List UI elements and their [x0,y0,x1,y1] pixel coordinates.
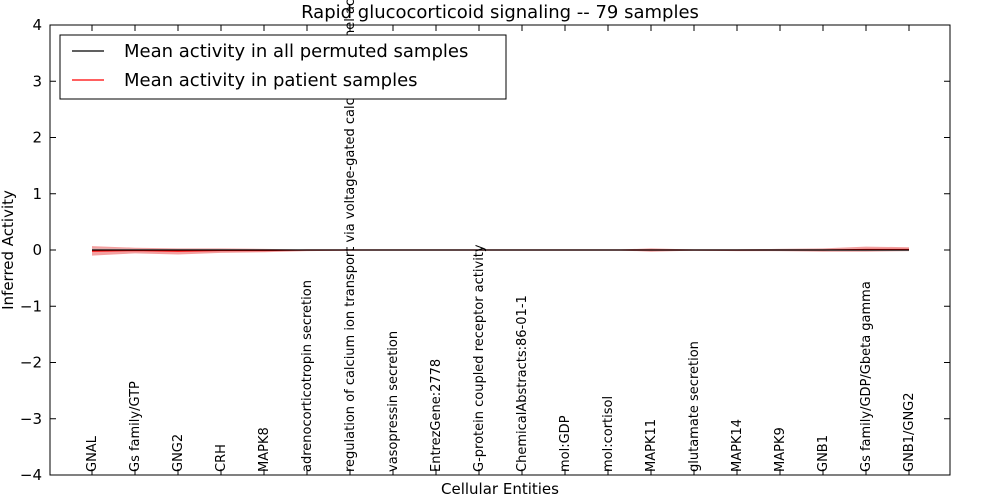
chart-title: Rapid glucocorticoid signaling -- 79 sam… [301,2,699,23]
x-category-label: vasopressin secretion [386,331,401,472]
y-tick-label: 0 [32,241,42,259]
y-tick-label: 3 [32,72,42,90]
y-axis-ticks: −4 −3 −2 −1 0 1 2 3 4 [20,16,950,484]
x-axis-ticks: GNAL Gs family/GTP GNG2 CRH MAPK8 adrenocorti… [85,0,917,475]
y-tick-label: 2 [32,129,42,147]
x-category-label: regulation of calcium ion transport via … [343,0,358,472]
x-category-label: MAPK8 [257,427,272,472]
x-category-label: G-protein coupled receptor activity [472,244,487,472]
x-category-label: GNG2 [171,434,186,472]
x-category-label: GNB1 [816,435,831,472]
x-category-label: GNAL [85,435,100,472]
y-tick-label: −1 [20,297,42,315]
y-tick-label: −2 [20,354,42,372]
legend-label-patient: Mean activity in patient samples [124,70,418,91]
x-category-label: MAPK11 [644,419,659,472]
x-category-label: Gs family/GTP [128,381,143,472]
y-axis-label: Inferred Activity [0,190,17,310]
x-category-label: CRH [214,444,229,472]
x-category-label: Gs family/GDP/Gbeta gamma [859,281,874,472]
x-category-label: EntrezGene:2778 [429,359,444,472]
series-lines [91,248,909,252]
y-tick-label: −4 [20,466,42,484]
x-category-label: MAPK14 [730,419,745,472]
legend-label-permuted: Mean activity in all permuted samples [124,41,468,62]
x-category-label: mol:cortisol [601,396,616,472]
y-tick-label: −3 [20,410,42,428]
x-category-label: GNB1/GNG2 [902,392,917,472]
legend: Mean activity in all permuted samples Me… [59,34,507,100]
x-category-label: glutamate secretion [687,341,702,472]
x-category-label: mol:GDP [558,415,573,472]
y-tick-label: 4 [32,16,42,34]
x-category-label: ChemicalAbstracts:86-01-1 [515,295,530,472]
x-category-label: MAPK9 [773,427,788,472]
x-category-label: adrenocorticotropin secretion [300,280,315,472]
legend-box [59,34,507,100]
y-tick-label: 1 [32,185,42,203]
x-axis-label: Cellular Entities [441,480,559,498]
